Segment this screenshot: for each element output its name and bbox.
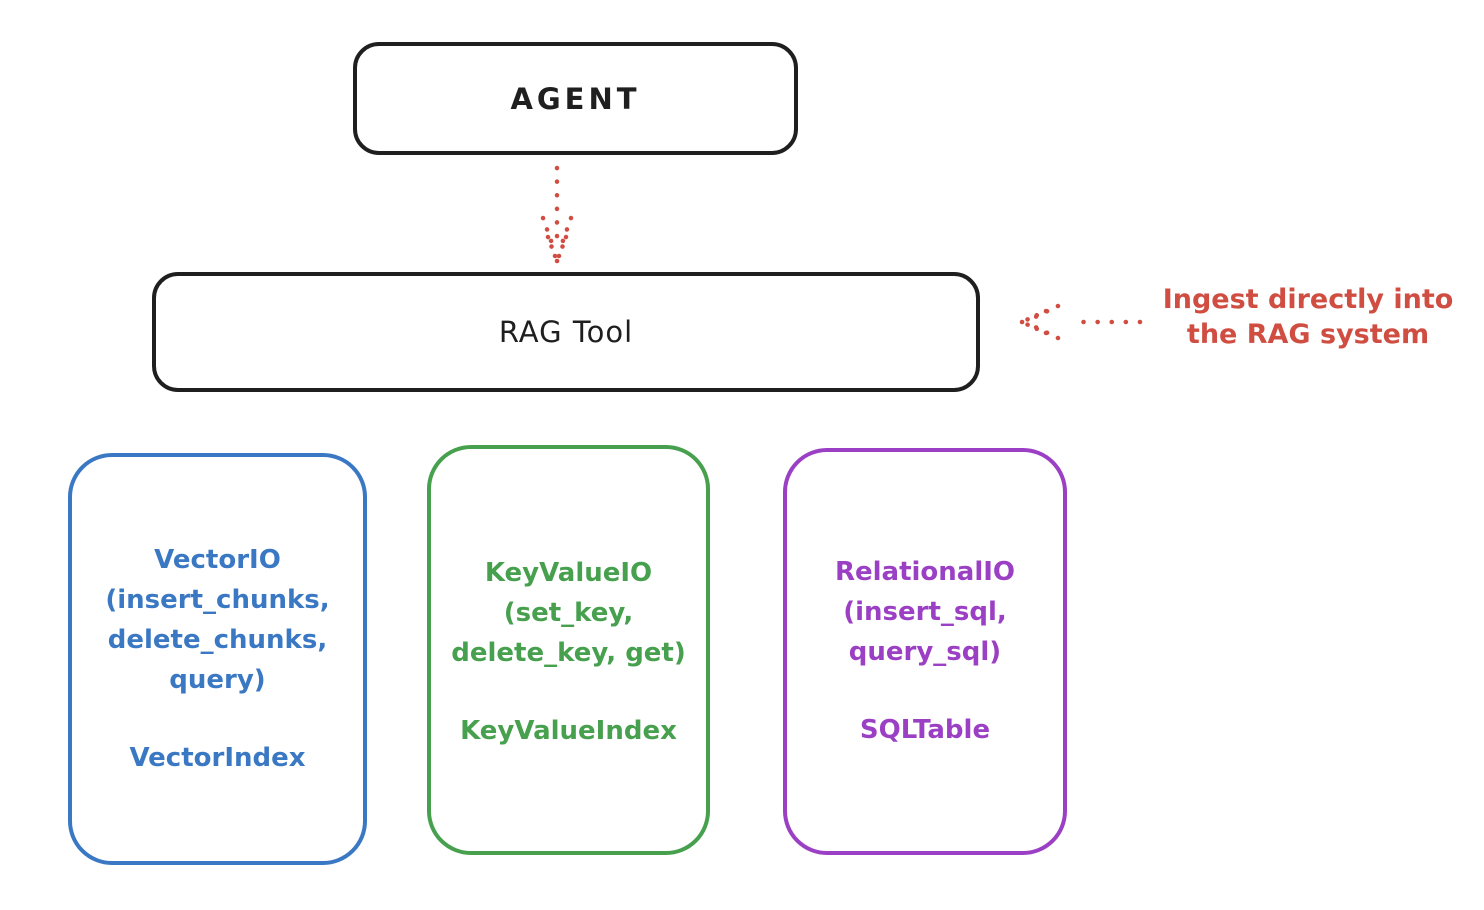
keyvalue-io-box: KeyValueIO (set_key, delete_key, get) Ke… — [427, 445, 710, 855]
api-line: query_sql) — [848, 637, 1002, 667]
rag-tool-label: RAG Tool — [498, 315, 634, 349]
api-line: RelationalIO — [834, 557, 1016, 587]
ingest-annotation: Ingest directly into the RAG system — [1140, 282, 1476, 352]
relational-io-box: RelationalIO (insert_sql, query_sql) SQL… — [783, 448, 1067, 855]
api-line: (insert_chunks, — [105, 585, 330, 615]
vector-io-api-lines: VectorIO (insert_chunks, delete_chunks, … — [72, 540, 363, 700]
annotation-line-2: the RAG system — [1186, 319, 1430, 350]
api-line: delete_key, get) — [451, 638, 686, 668]
agent-to-rag-arrow — [540, 165, 574, 264]
keyvalue-io-api-lines: KeyValueIO (set_key, delete_key, get) — [431, 553, 706, 673]
vector-index-label: VectorIndex — [129, 743, 306, 773]
sql-table-label: SQLTable — [859, 715, 991, 745]
api-line: (insert_sql, — [843, 597, 1007, 627]
annotation-line-1: Ingest directly into — [1162, 284, 1454, 315]
relational-io-api-lines: RelationalIO (insert_sql, query_sql) — [787, 552, 1063, 672]
api-line: query) — [169, 665, 266, 695]
api-line: VectorIO — [154, 545, 281, 575]
keyvalue-index-label: KeyValueIndex — [460, 716, 677, 746]
api-line: delete_chunks, — [107, 625, 328, 655]
vector-io-box: VectorIO (insert_chunks, delete_chunks, … — [68, 453, 367, 865]
agent-box: AGENT — [353, 42, 798, 155]
ingest-annotation-arrow — [1019, 303, 1143, 341]
api-line: KeyValueIO — [484, 558, 653, 588]
rag-tool-box: RAG Tool — [152, 272, 980, 392]
agent-label: AGENT — [510, 81, 641, 116]
api-line: (set_key, — [503, 598, 634, 628]
